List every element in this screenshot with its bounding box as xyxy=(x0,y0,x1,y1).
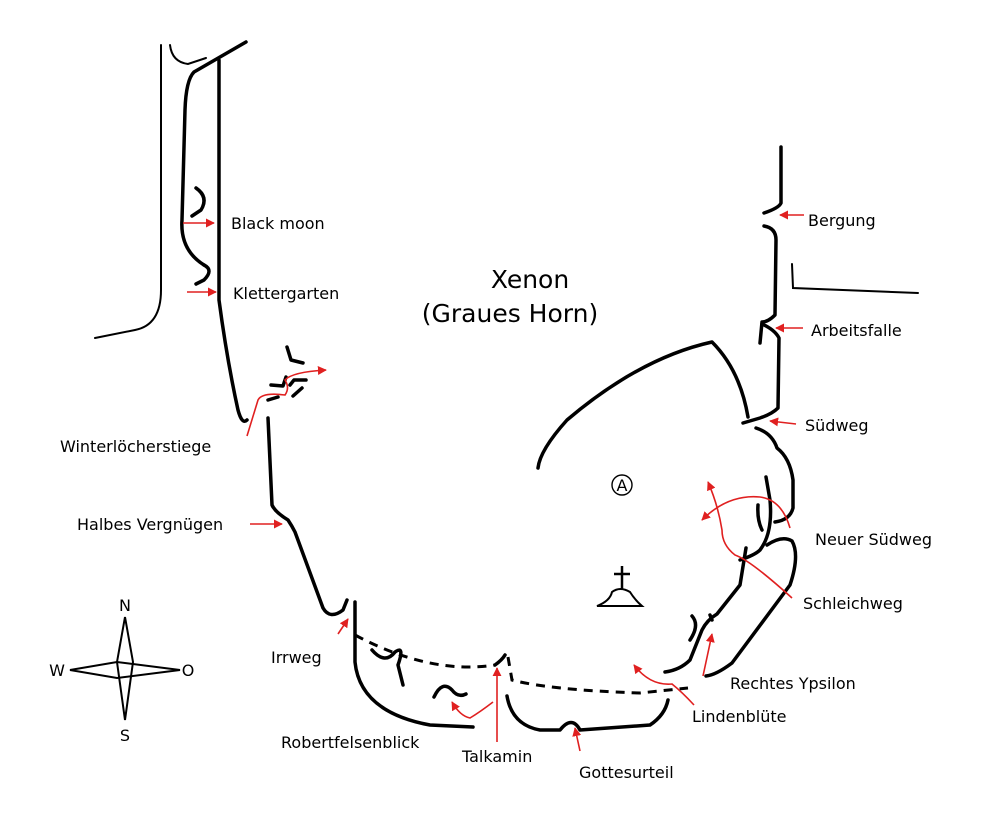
route-label-robertfelsenblick: Robertfelsenblick xyxy=(281,733,420,752)
compass-rose-icon: N S W O xyxy=(49,596,194,745)
sector-marker-a: A xyxy=(611,474,633,496)
compass-south: S xyxy=(120,726,130,745)
route-label-rechtes-ypsilon: Rechtes Ypsilon xyxy=(730,674,856,693)
route-label-neuer-suedweg: Neuer Südweg xyxy=(815,530,932,549)
route-label-lindenbluete: Lindenblüte xyxy=(692,707,787,726)
east-wall-outline xyxy=(536,145,919,678)
route-label-black-moon: Black moon xyxy=(231,214,325,233)
route-label-suedweg: Südweg xyxy=(805,416,869,435)
route-label-winterloecherstiege: Winterlöcherstiege xyxy=(60,437,211,456)
route-label-arbeitsfalle: Arbeitsfalle xyxy=(811,321,902,340)
route-label-bergung: Bergung xyxy=(808,211,876,230)
svg-text:A: A xyxy=(617,476,628,495)
crag-subtitle: (Graues Horn) xyxy=(422,299,598,328)
route-label-gottesurteil: Gottesurteil xyxy=(579,763,674,782)
summit-cross-icon xyxy=(596,566,645,607)
compass-north: N xyxy=(119,596,131,615)
route-arrows xyxy=(183,210,804,752)
route-label-schleichweg: Schleichweg xyxy=(803,594,903,613)
south-base-outline xyxy=(353,600,689,732)
west-wall-outline xyxy=(94,40,349,617)
route-label-irrweg: Irrweg xyxy=(271,648,322,667)
route-label-klettergarten: Klettergarten xyxy=(233,284,339,303)
route-label-talkamin: Talkamin xyxy=(461,747,532,766)
route-label-halbes-vergnuegen: Halbes Vergnügen xyxy=(77,515,223,534)
crag-title: Xenon xyxy=(491,265,569,294)
compass-east: O xyxy=(182,661,195,680)
compass-west: W xyxy=(49,661,65,680)
